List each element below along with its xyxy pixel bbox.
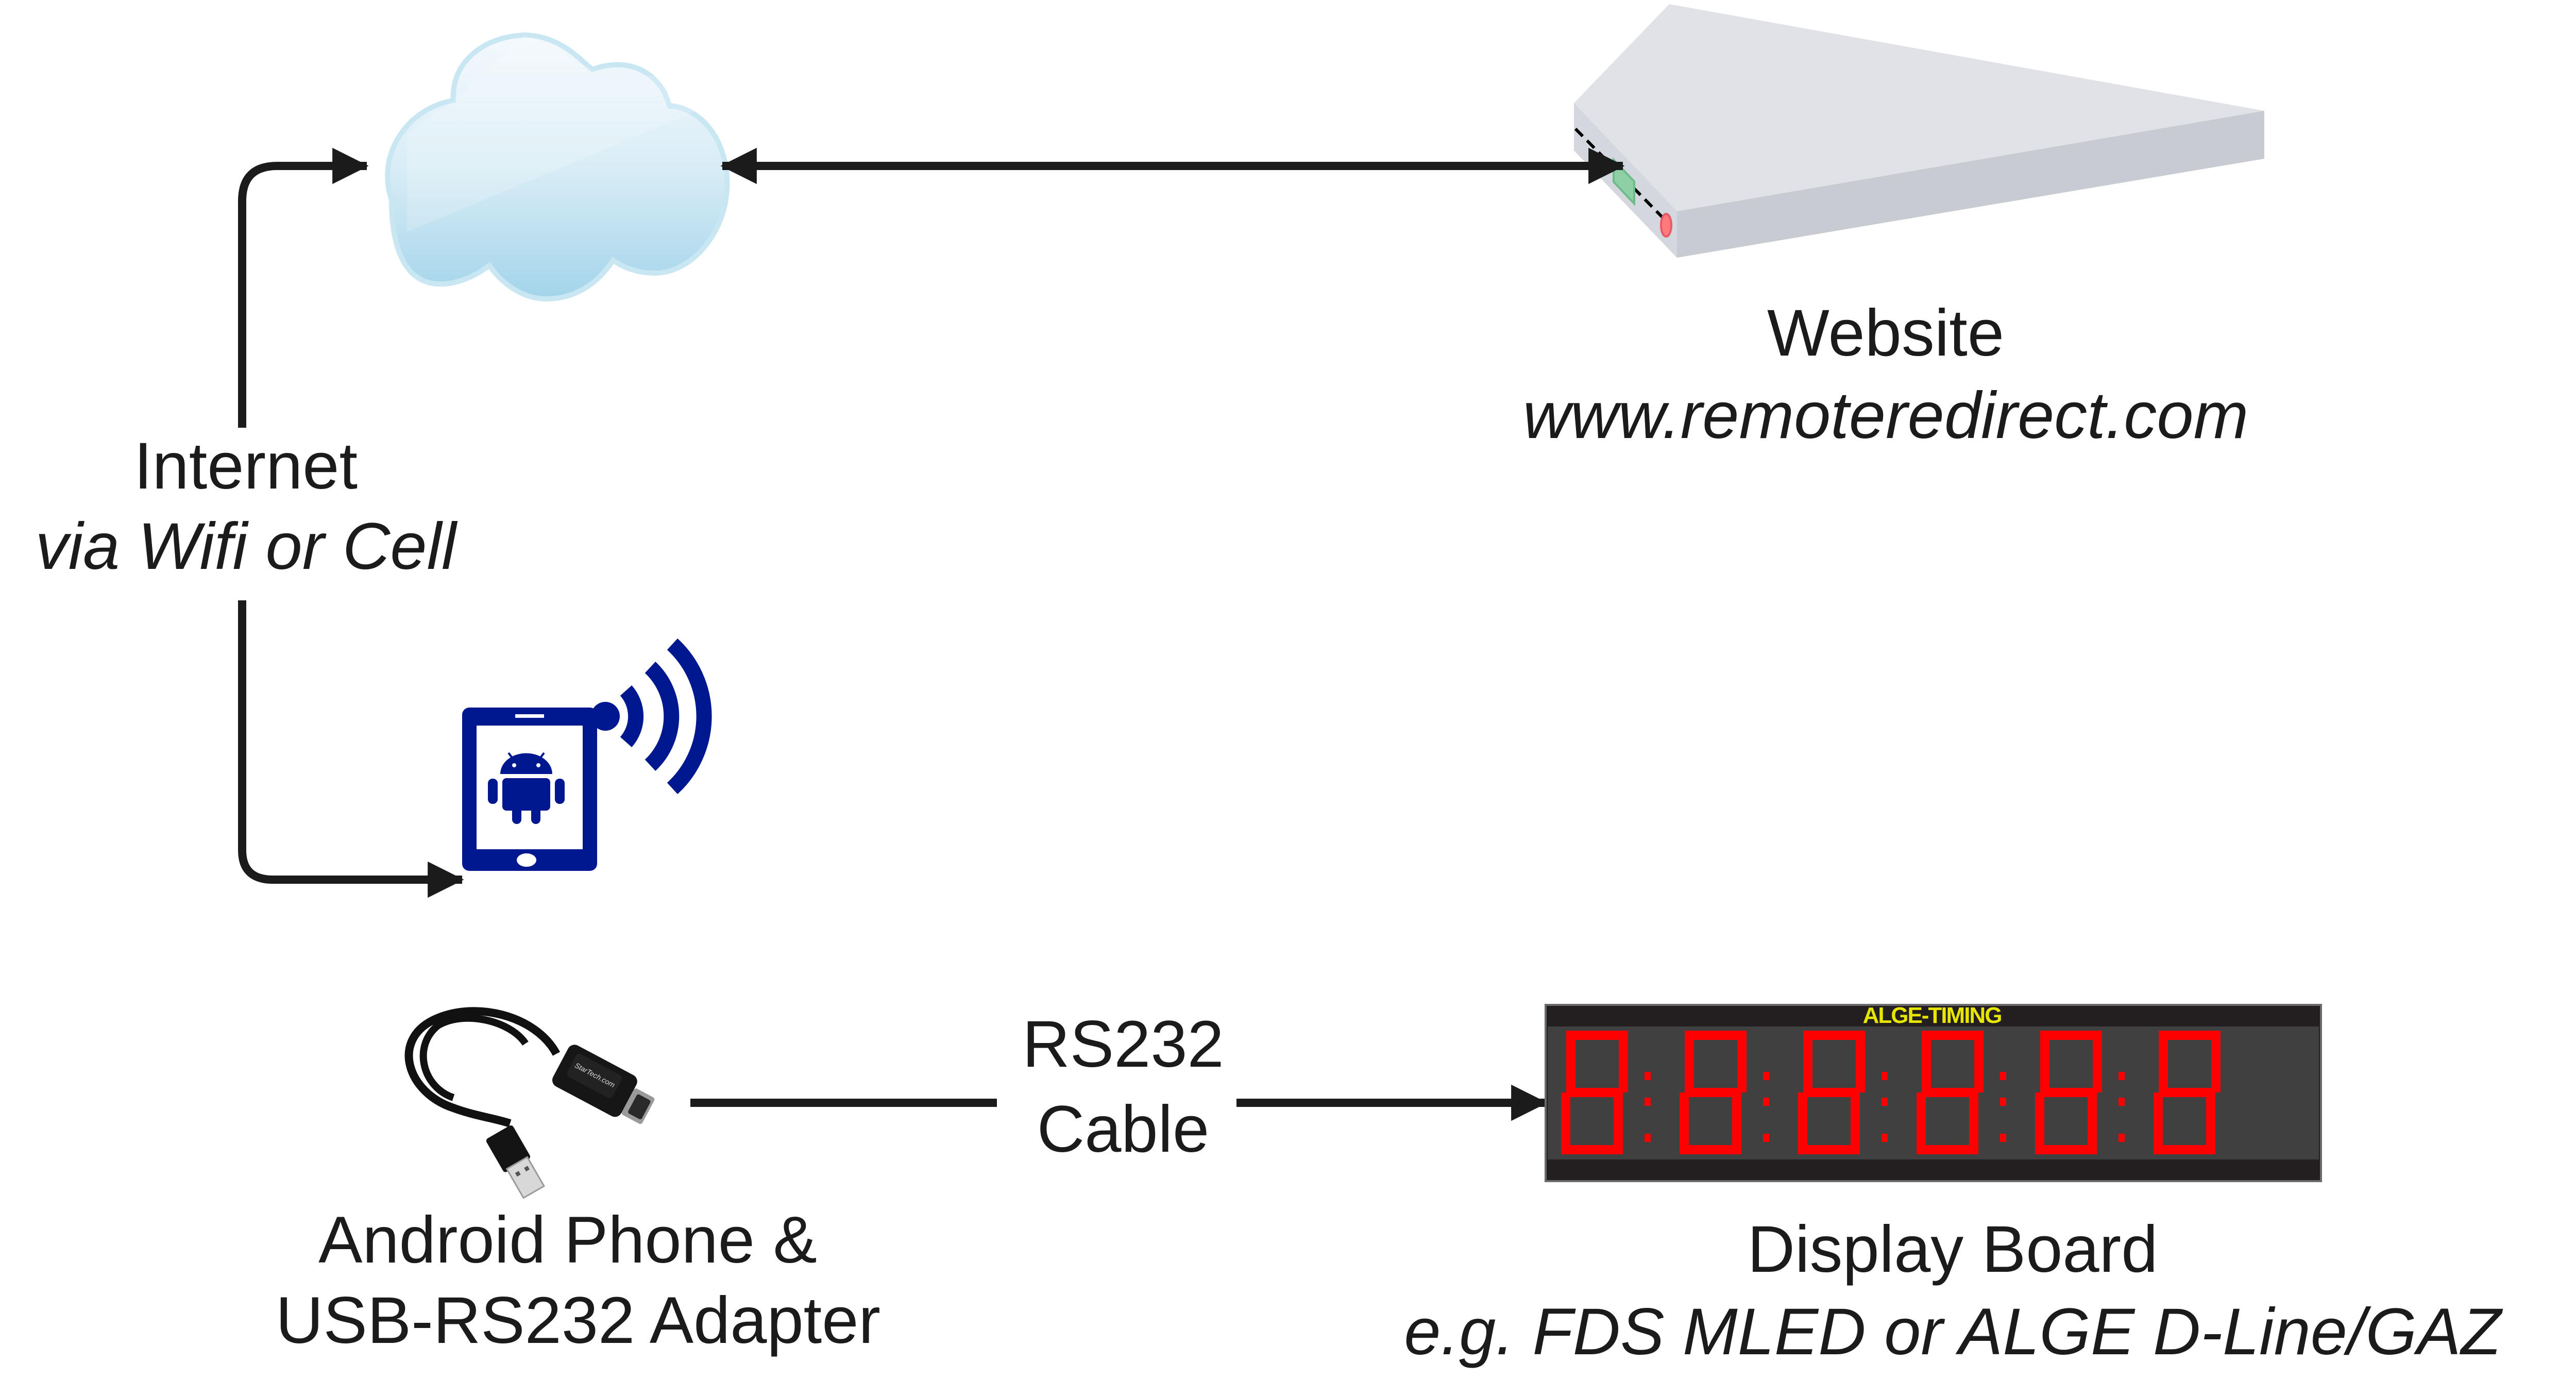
digit-segment-d bbox=[1919, 1145, 1975, 1154]
display-brand-logo: ALGE-TIMING bbox=[1863, 1003, 2002, 1028]
digit-segment-f bbox=[2040, 1031, 2049, 1092]
digit-segment-a bbox=[2044, 1031, 2101, 1040]
digit-segment-a bbox=[1570, 1031, 1627, 1040]
digit-segment-g bbox=[2159, 1088, 2214, 1097]
display-digit bbox=[2154, 1031, 2221, 1154]
display-separator-dot bbox=[2119, 1134, 2125, 1142]
led-display-board-icon: ALGE-TIMING bbox=[1545, 1003, 2322, 1182]
display-separator-dot bbox=[1882, 1098, 1888, 1106]
wifi-signal-icon bbox=[591, 638, 712, 795]
server-port-line bbox=[1574, 127, 1668, 223]
display-separator-dot bbox=[2119, 1072, 2125, 1080]
digit-segment-d bbox=[2037, 1145, 2094, 1154]
digit-segment-g bbox=[1567, 1088, 1621, 1097]
digit-segment-d bbox=[2156, 1145, 2212, 1154]
digit-segment-b bbox=[1619, 1031, 1628, 1092]
internet-connection-arrow bbox=[238, 147, 369, 428]
digit-segment-f bbox=[1685, 1031, 1694, 1092]
display-separator-dot bbox=[1882, 1134, 1888, 1142]
digit-segment-e bbox=[2154, 1092, 2163, 1154]
digit-segment-a bbox=[2163, 1031, 2219, 1040]
display-separator-dot bbox=[1763, 1134, 1769, 1142]
website-url[interactable]: www.remoteredirect.com bbox=[1523, 379, 2248, 452]
digit-segment-b bbox=[1856, 1031, 1865, 1092]
digit-segment-c bbox=[2088, 1092, 2097, 1154]
display-separator-dot bbox=[1645, 1072, 1651, 1080]
website-label: Website bbox=[1767, 296, 2004, 370]
display-digits bbox=[1561, 1031, 2221, 1154]
display-digit bbox=[2035, 1031, 2125, 1154]
digit-segment-f bbox=[2159, 1031, 2168, 1092]
rs232-label: RS232 bbox=[1022, 1007, 1224, 1081]
phone-label: Android Phone & bbox=[318, 1203, 817, 1277]
digit-segment-g bbox=[1922, 1088, 1977, 1097]
digit-segment-f bbox=[1922, 1031, 1931, 1092]
display-digit bbox=[1680, 1031, 1769, 1154]
cloud-icon bbox=[385, 32, 730, 302]
server-status-led-red bbox=[1660, 213, 1672, 238]
digit-segment-g bbox=[1804, 1088, 1858, 1097]
android-icon bbox=[488, 752, 565, 824]
display-separator-dot bbox=[1882, 1072, 1888, 1080]
display-digit bbox=[1561, 1031, 1651, 1154]
display-separator-dot bbox=[2000, 1134, 2006, 1142]
digit-segment-d bbox=[1563, 1145, 1620, 1154]
digit-segment-e bbox=[1561, 1092, 1570, 1154]
digit-segment-a bbox=[1926, 1031, 1982, 1040]
digit-segment-d bbox=[1800, 1145, 1857, 1154]
digit-segment-e bbox=[1917, 1092, 1926, 1154]
digit-segment-e bbox=[2035, 1092, 2044, 1154]
server-icon bbox=[1574, 4, 2264, 258]
digit-segment-c bbox=[1969, 1092, 1978, 1154]
internet-label: Internet bbox=[134, 429, 358, 503]
display-separator-dot bbox=[1645, 1098, 1651, 1106]
internet-sublabel: via Wifi or Cell bbox=[36, 510, 458, 583]
phone-sublabel: USB-RS232 Adapter bbox=[276, 1284, 880, 1357]
digit-segment-b bbox=[1737, 1031, 1747, 1092]
cable-label: Cable bbox=[1037, 1092, 1209, 1166]
display-digit bbox=[1798, 1031, 1888, 1154]
digit-segment-b bbox=[2093, 1031, 2102, 1092]
display-separator-dot bbox=[2000, 1072, 2006, 1080]
display-separator-dot bbox=[1763, 1072, 1769, 1080]
digit-segment-e bbox=[1680, 1092, 1689, 1154]
digit-segment-d bbox=[1682, 1145, 1738, 1154]
digit-segment-e bbox=[1798, 1092, 1807, 1154]
digit-segment-c bbox=[1851, 1092, 1860, 1154]
display-separator-dot bbox=[2119, 1098, 2125, 1106]
digit-segment-b bbox=[2211, 1031, 2221, 1092]
digit-segment-a bbox=[1807, 1031, 1864, 1040]
display-sublabel: e.g. FDS MLED or ALGE D-Line/GAZ bbox=[1404, 1295, 2503, 1369]
digit-segment-a bbox=[1689, 1031, 1745, 1040]
digit-segment-f bbox=[1803, 1031, 1812, 1092]
digit-segment-f bbox=[1566, 1031, 1575, 1092]
digit-segment-g bbox=[2041, 1088, 2095, 1097]
digit-segment-c bbox=[1732, 1092, 1741, 1154]
display-digit bbox=[1917, 1031, 2006, 1154]
display-separator-dot bbox=[2000, 1098, 2006, 1106]
display-separator-dot bbox=[1645, 1134, 1651, 1142]
internet-connection-arrow-lower bbox=[238, 600, 464, 898]
digit-segment-b bbox=[1974, 1031, 1984, 1092]
usb-rs232-adapter-icon: StarTech.com bbox=[404, 1007, 655, 1199]
digit-segment-g bbox=[1685, 1088, 1740, 1097]
display-separator-dot bbox=[1763, 1098, 1769, 1106]
display-label: Display Board bbox=[1748, 1213, 2158, 1286]
digit-segment-c bbox=[2206, 1092, 2215, 1154]
digit-segment-c bbox=[1614, 1092, 1623, 1154]
